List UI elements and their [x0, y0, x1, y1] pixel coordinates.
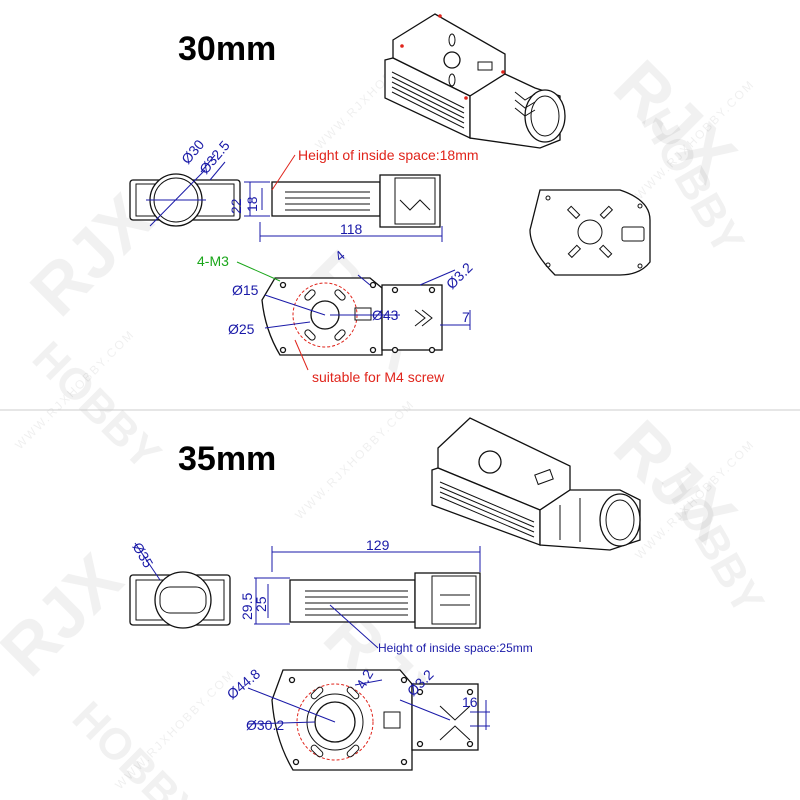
note-m4-screw: suitable for M4 screw [312, 369, 445, 385]
mount-3d-view-35 [431, 417, 641, 551]
bottom-plate-35: Ø44.8 Ø30.2 4.2 Ø3.2 16 [224, 665, 490, 771]
section-title-35mm: 35mm [178, 440, 276, 478]
dim-7: 7 [462, 309, 470, 325]
dim-129: 129 [366, 537, 390, 553]
dim-dia-25: Ø25 [228, 321, 255, 337]
dim-16: 16 [462, 694, 478, 710]
dim-25: 25 [253, 596, 269, 612]
tube-side-view-35: 129 29.5 25 Height of inside space:25mm [239, 537, 533, 655]
note-4-m3: 4-M3 [197, 253, 229, 269]
tube-side-view-30: 22 18 118 Height of inside space:18mm [228, 147, 479, 242]
watermark-brand: RJX [0, 539, 137, 691]
mount-3d-view-30 [384, 13, 566, 149]
section-30mm: 30mm [129, 13, 651, 385]
side-plate-30 [529, 189, 651, 276]
dim-dia-3-2: Ø3.2 [443, 259, 476, 292]
dim-dia-35: Ø35 [129, 540, 156, 571]
dim-22: 22 [228, 198, 244, 214]
note-inside-height-35: Height of inside space:25mm [378, 641, 533, 655]
tube-front-view-30: Ø30 Ø32.5 [129, 136, 241, 227]
tube-front-view-35: Ø35 [129, 540, 231, 629]
dim-dia-43: Ø43 [372, 307, 399, 323]
dim-18: 18 [244, 196, 260, 212]
dim-dia-30-2: Ø30.2 [246, 717, 284, 733]
note-inside-height-30: Height of inside space:18mm [298, 147, 479, 163]
dim-29-5: 29.5 [239, 593, 255, 620]
bottom-plate-30: Ø15 Ø25 Ø43 4 Ø3.2 7 4-M3 suitable for M… [197, 247, 476, 385]
dim-118: 118 [340, 221, 363, 237]
section-title-30mm: 30mm [178, 30, 276, 68]
section-35mm: 35mm Ø35 [129, 417, 641, 771]
dim-dia-15: Ø15 [232, 282, 259, 298]
watermark-word: HOBBY [23, 332, 170, 479]
watermark-url: WWW.RJXHOBBY.COM [292, 397, 417, 522]
